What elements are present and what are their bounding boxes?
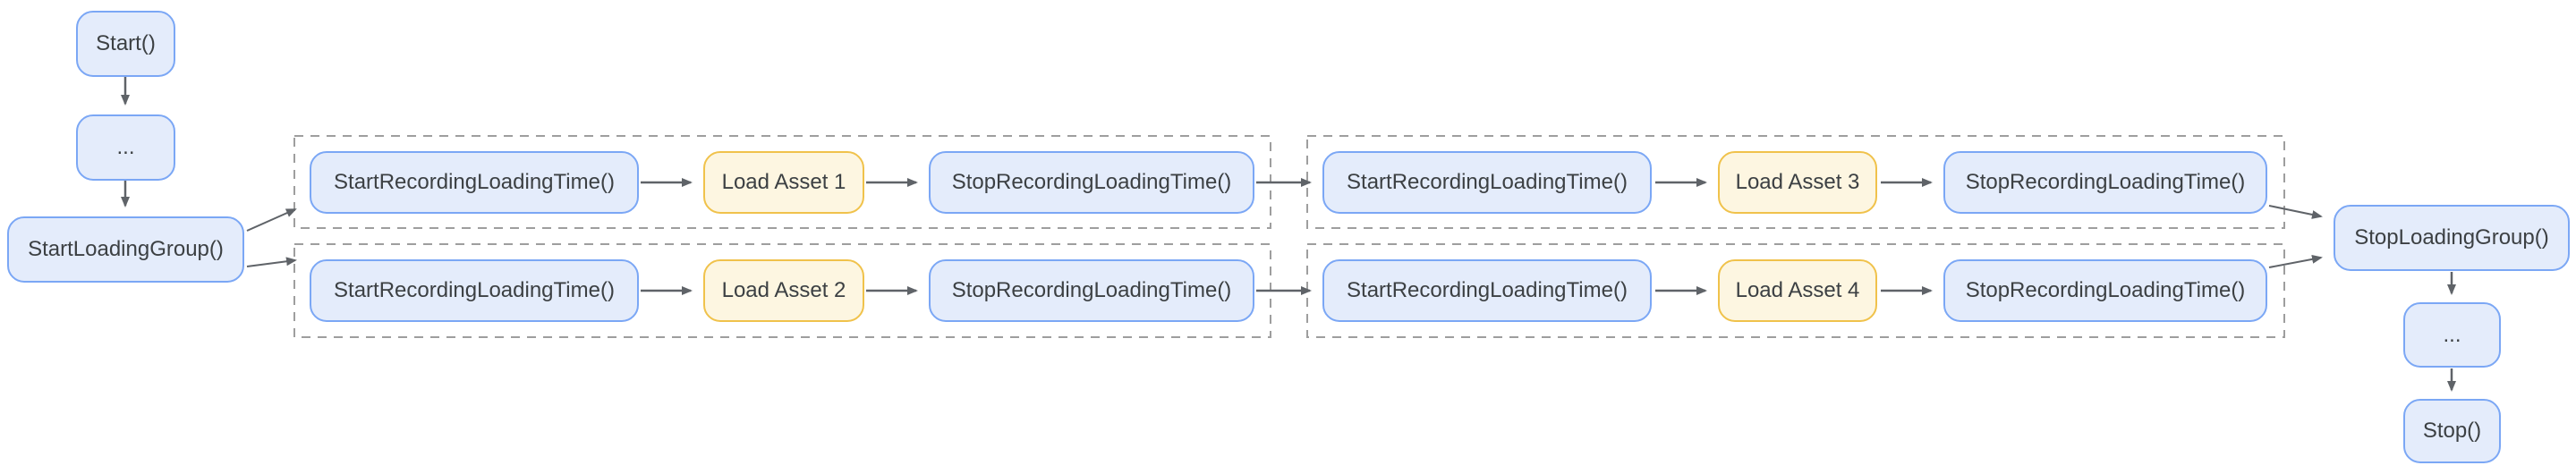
- node-start: Start(): [76, 11, 175, 77]
- node-g2l1-load-asset-3: Load Asset 3: [1718, 151, 1877, 214]
- node-g1l1-load-asset-1: Load Asset 1: [703, 151, 864, 214]
- node-g1l1-start-recording: StartRecordingLoadingTime(): [310, 151, 639, 214]
- node-ellipsis-bottom: ...: [2403, 302, 2501, 368]
- node-g1l2-start-recording: StartRecordingLoadingTime(): [310, 259, 639, 322]
- node-g2l1-stop-recording: StopRecordingLoadingTime(): [1943, 151, 2267, 214]
- node-g2l2-load-asset-4: Load Asset 4: [1718, 259, 1877, 322]
- group2-lane1-dashed-box: [1306, 135, 2285, 229]
- node-start-loading-group: StartLoadingGroup(): [7, 216, 244, 283]
- edge-startloadinggroup-to-lane1: [246, 208, 297, 232]
- node-g2l2-start-recording: StartRecordingLoadingTime(): [1322, 259, 1652, 322]
- node-stop-loading-group: StopLoadingGroup(): [2334, 205, 2570, 271]
- edge-startloadinggroup-to-lane2: [246, 257, 297, 267]
- node-g1l1-stop-recording: StopRecordingLoadingTime(): [929, 151, 1254, 214]
- node-g1l2-stop-recording: StopRecordingLoadingTime(): [929, 259, 1254, 322]
- node-ellipsis-top: ...: [76, 114, 175, 181]
- node-stop: Stop(): [2403, 399, 2501, 463]
- edge-lane1-to-stoploadinggroup: [2268, 205, 2323, 219]
- node-g2l2-stop-recording: StopRecordingLoadingTime(): [1943, 259, 2267, 322]
- node-g1l2-load-asset-2: Load Asset 2: [703, 259, 864, 322]
- edge-lane2-to-stoploadinggroup: [2268, 254, 2323, 268]
- node-g2l1-start-recording: StartRecordingLoadingTime(): [1322, 151, 1652, 214]
